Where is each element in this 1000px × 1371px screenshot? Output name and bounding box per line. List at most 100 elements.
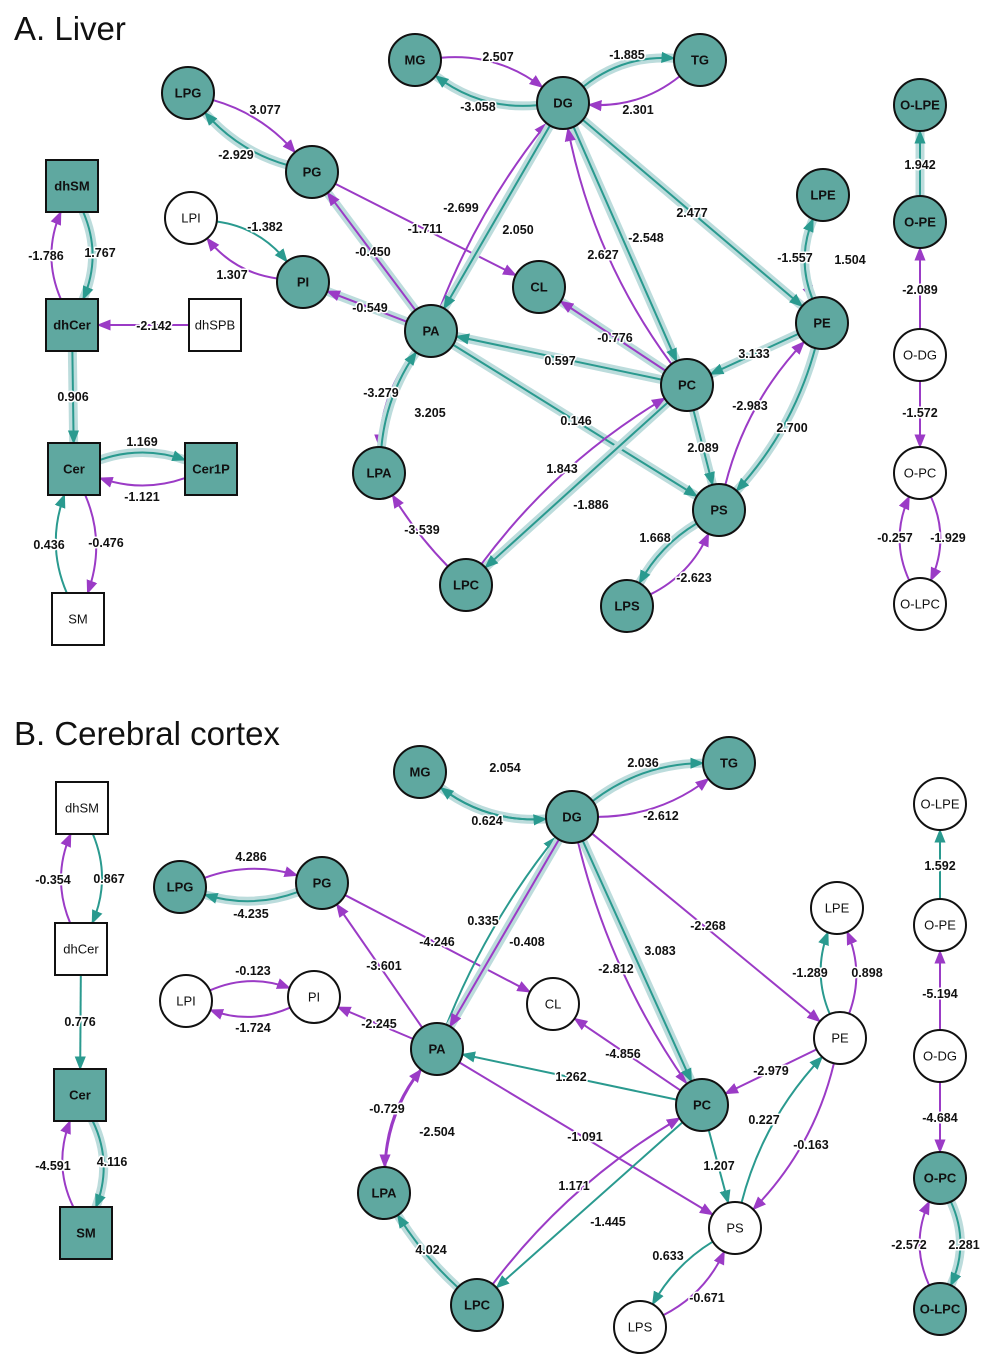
edge-PC-CL [573,1017,682,1092]
edge-value-label: 2.507 [482,50,513,64]
node-circle [893,446,947,500]
node-label: PE [813,316,831,331]
node-label: PC [678,378,697,393]
edge-PC-LPC [480,397,673,573]
edge-line [480,397,666,565]
panel-a-title: A. Liver [14,10,126,47]
node-cer1p: Cer1P [184,442,238,496]
node-lpg: LPG [161,66,215,120]
edge-value-label: 0.436 [33,538,64,552]
node-circle [702,736,756,790]
edge-O-LPC-O-PC [918,1200,931,1286]
edge-value-label: -4.684 [922,1111,957,1125]
node-lpc: LPC [450,1278,504,1332]
edge-line [452,343,699,498]
node-lpe: LPE [796,168,850,222]
edge-line [846,930,858,1014]
edge-value-label: 2.700 [776,421,807,435]
edge-DG-PA [439,121,555,313]
edge-LPG-PG [204,866,299,879]
edge-PS-LPS [651,1240,714,1306]
node-label: LPI [176,994,196,1009]
edge-value-label: 0.633 [652,1249,683,1263]
node-label: Cer1P [192,462,230,477]
node-label: O-DG [903,348,937,363]
edge-value-label: 2.301 [622,103,653,117]
edge-line [212,99,296,154]
edge-line [440,56,544,89]
node-pc: PC [675,1078,729,1132]
edge-line [740,1055,824,1204]
edge-line [455,333,662,381]
edge-value-label: -2.812 [598,962,633,976]
node-circle [276,255,330,309]
edge-line [391,493,449,568]
node-circle [161,66,215,120]
edge-value-label: -1.289 [792,966,827,980]
node-circle [410,1022,464,1076]
edge-line [380,351,417,448]
edge-line [707,1129,731,1205]
edge-value-label: -1.929 [930,531,965,545]
node-circle [439,558,493,612]
node-circle [545,790,599,844]
edge-value-label: -1.724 [235,1021,270,1035]
node-circle [673,33,727,87]
edge-value-label: -2.699 [443,201,478,215]
node-lpa: LPA [352,446,406,500]
edge-line [443,124,551,310]
edge-value-label: -1.091 [567,1130,602,1144]
edge-PC-CL [556,296,670,376]
node-lps: LPS [613,1300,667,1354]
edge-line [582,51,676,88]
edge-value-label: 2.054 [489,761,520,775]
edge-PG-CL [344,894,532,993]
node-o-pe: O-PE [913,898,967,952]
node-label: TG [720,756,738,771]
edge-LPC-LPA [391,493,449,568]
node-label: dhSPB [195,318,235,333]
edge-line [99,450,187,462]
node-cer: Cer [53,1068,107,1122]
edge-value-label: -1.445 [590,1215,625,1229]
node-pi: PI [276,255,330,309]
edge-value-label: -2.572 [891,1238,926,1252]
edge-line [379,1068,422,1169]
edge-value-label: -4.856 [605,1047,640,1061]
edge-line [91,833,104,925]
node-label: LPS [628,1320,653,1335]
node-label: O-LPE [900,98,940,113]
edge-PA-PG [323,188,420,315]
node-o-pc: O-PC [893,446,947,500]
node-o-lpe: O-LPE [913,777,967,831]
node-circle [536,76,590,130]
edge-value-label: -1.557 [777,251,812,265]
node-square [188,298,242,352]
node-tg: TG [702,736,756,790]
node-circle [287,970,341,1024]
node-label: O-LPC [920,1302,961,1317]
edge-line [50,210,62,300]
edge-value-label: -2.268 [690,919,725,933]
edge-line [649,532,710,596]
edge-value-label: 1.843 [546,462,577,476]
edge-value-label: 1.262 [555,1070,586,1084]
node-label: LPA [371,1186,397,1201]
edge-PG-CL [334,182,518,277]
edge-dhCer-Cer [74,974,86,1071]
node-label: PI [297,275,309,290]
edge-PS-PE [740,1055,824,1204]
edge-value-label: -4.235 [233,907,268,921]
edge-line [439,122,548,308]
node-lpg: LPG [153,860,207,914]
node-tg: TG [673,33,727,87]
edge-PA-PI [336,1006,414,1040]
edge-DG-PE [591,832,822,1023]
node-label: LPS [614,599,640,614]
node-dhsm: dhSM [55,781,109,835]
node-circle [352,446,406,500]
edge-value-label: -3.601 [366,959,401,973]
node-label: O-PE [924,918,956,933]
edge-value-label: 2.036 [627,756,658,770]
node-lps: LPS [600,579,654,633]
